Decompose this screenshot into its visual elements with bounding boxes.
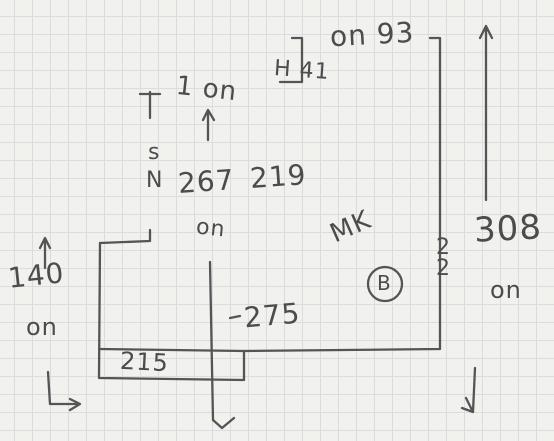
upper-left-s: s [148, 142, 160, 164]
upper-value-b: 219 [249, 161, 307, 193]
right-long-arrow [480, 26, 492, 200]
bottom-span-leader [230, 316, 240, 318]
left-leg-label: on [26, 315, 58, 339]
bottom-span-value: 275 [243, 300, 302, 333]
top-right-label: on 93 [329, 16, 415, 54]
right-leg-value: 308 [473, 210, 543, 248]
bottom-inner-value: 215 [119, 349, 169, 376]
centre-up-arrow [203, 110, 214, 140]
left-down-arrow [48, 372, 80, 410]
top-mid-label: H 41 [273, 58, 330, 84]
upper-left-n: N [146, 170, 163, 192]
callout-letter: B [377, 273, 392, 293]
upper-value-a: 267 [177, 166, 235, 198]
left-leg-value: 140 [7, 259, 66, 293]
upper-on-label: on [195, 217, 227, 242]
top-left-dim-tick [140, 92, 160, 118]
centre-vertical [210, 262, 213, 420]
top-left-label: 1 on [175, 73, 239, 105]
bar-left-hook [100, 230, 150, 243]
right-leg-label: on [490, 278, 522, 302]
centre-down-arrow [213, 418, 234, 428]
right-long-arrow-down [462, 368, 475, 412]
right-leg-left: 22 [436, 238, 450, 280]
